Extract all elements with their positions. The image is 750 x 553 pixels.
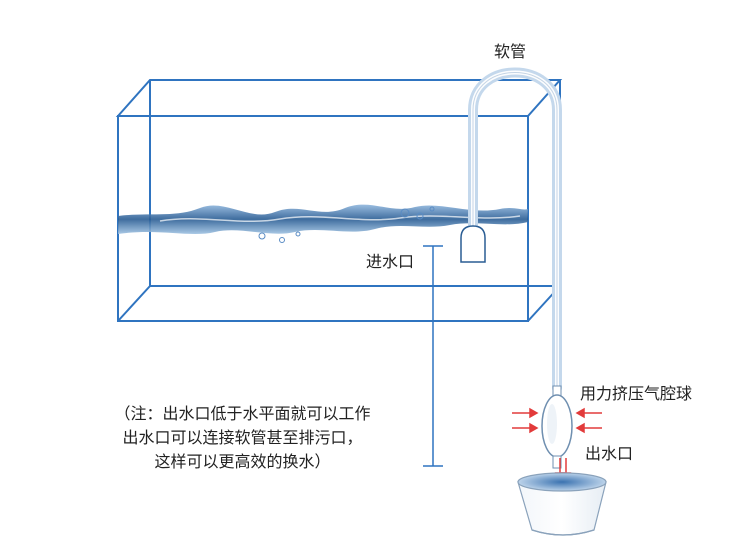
arrow-right-bottom-head <box>575 422 585 434</box>
water-wave <box>118 204 528 234</box>
squeeze-arrows <box>512 407 602 434</box>
hose-core <box>471 70 559 390</box>
bubble <box>400 208 410 218</box>
bubble <box>279 237 285 243</box>
squeeze-bulb <box>541 385 573 469</box>
bucket <box>517 472 607 536</box>
arrow-right-top-head <box>575 407 585 419</box>
height-measure <box>423 245 443 467</box>
note-line-1: （注：出水口低于水平面就可以工作 <box>114 404 371 423</box>
bubble <box>416 212 424 220</box>
water-surface <box>118 204 528 243</box>
hose-label: 软管 <box>494 42 527 61</box>
bulb-label: 用力挤压气腔球 <box>580 384 693 403</box>
hose-line <box>472 72 558 389</box>
bucket-water <box>517 472 607 492</box>
siphon-hose <box>468 67 562 393</box>
bulb-shine <box>547 404 557 444</box>
aquarium-tank <box>115 79 563 322</box>
note-line-3: 这样可以更高效的换水） <box>154 452 331 471</box>
intake-head <box>460 225 486 263</box>
bucket-bottom <box>531 529 595 536</box>
bubble <box>429 206 435 212</box>
bubble <box>258 232 266 240</box>
outlet-label: 出水口 <box>585 444 634 463</box>
tank-bottom-left-edge <box>117 285 151 322</box>
arrow-left-bottom-head <box>529 422 539 434</box>
bulb-body <box>541 394 573 458</box>
bulb-connector-bottom <box>552 455 562 469</box>
note-block: （注：出水口低于水平面就可以工作 出水口可以连接软管甚至排污口， 这样可以更高效… <box>80 402 405 474</box>
inlet-label: 进水口 <box>366 252 415 271</box>
tank-top-face <box>115 79 563 117</box>
water-highlight <box>159 215 521 223</box>
arrow-left-top-head <box>529 407 539 419</box>
bubble <box>295 231 301 237</box>
note-line-2: 出水口可以连接软管甚至排污口， <box>122 428 363 447</box>
hose-body <box>468 67 562 393</box>
